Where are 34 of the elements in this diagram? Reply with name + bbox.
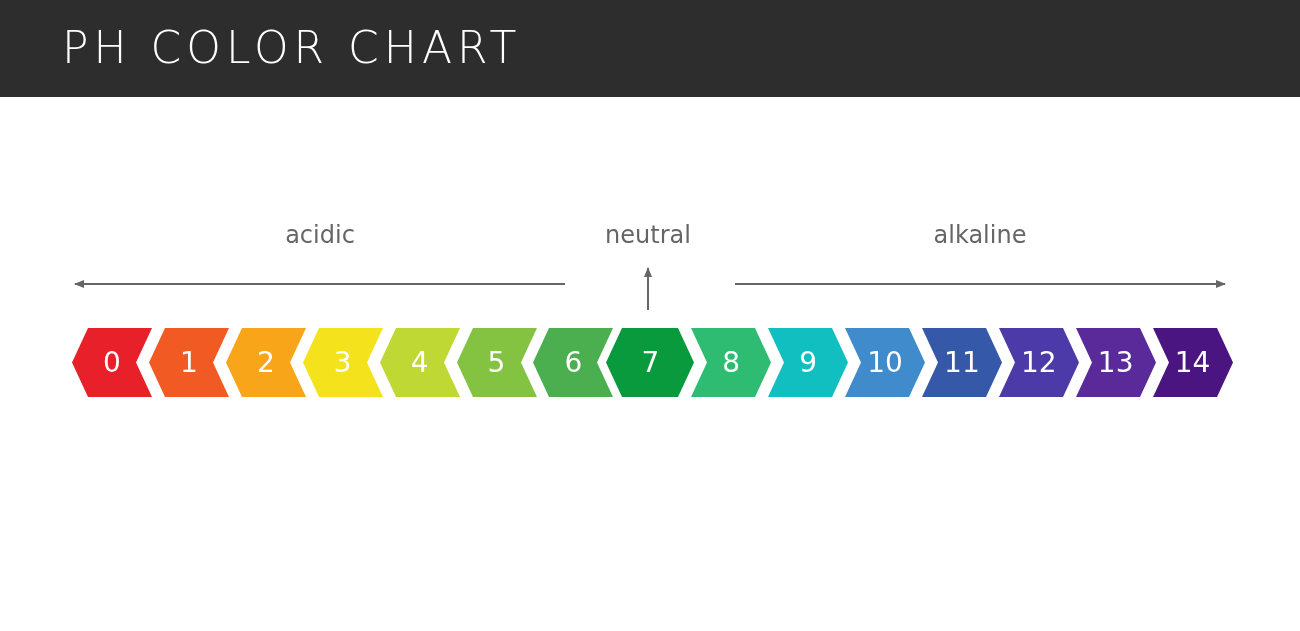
chevron-shape <box>1152 328 1233 397</box>
ph-value: 7 <box>641 345 660 380</box>
scale-label: acidic <box>285 220 355 250</box>
ph-value: 8 <box>722 345 741 380</box>
chevron-shape <box>72 328 152 397</box>
hexagon-shape <box>606 328 695 397</box>
ph-value: 0 <box>103 345 121 380</box>
ph-value: 1 <box>180 345 198 380</box>
ph-value: 2 <box>256 345 275 380</box>
ph-value: 13 <box>1097 345 1134 380</box>
chevron-shape <box>379 328 460 397</box>
chevron-shape <box>1075 328 1156 397</box>
ph-value: 6 <box>564 345 583 380</box>
ph-value: 14 <box>1174 345 1211 380</box>
chevron-shape <box>225 328 306 397</box>
chart-title: PH COLOR CHART <box>62 22 522 74</box>
chevron-shape <box>691 328 772 397</box>
chevron-shape <box>456 328 537 397</box>
ph-value: 12 <box>1021 345 1057 380</box>
scale-label: neutral <box>605 220 691 250</box>
chevron-shape <box>533 328 614 397</box>
chevron-shape <box>921 328 1002 397</box>
ph-value: 9 <box>799 345 817 380</box>
ph-value: 5 <box>487 345 506 380</box>
scale-label: alkaline <box>933 220 1027 250</box>
ph-value: 3 <box>333 345 352 380</box>
chevron-shape <box>845 328 925 397</box>
chevron-shape <box>148 328 229 397</box>
chevron-shape <box>768 328 849 397</box>
chevron-shape <box>302 328 383 397</box>
ph-value: 10 <box>867 345 903 380</box>
chevron-shape <box>998 328 1079 397</box>
ph-value: 11 <box>944 345 980 380</box>
ph-value: 4 <box>410 345 429 380</box>
